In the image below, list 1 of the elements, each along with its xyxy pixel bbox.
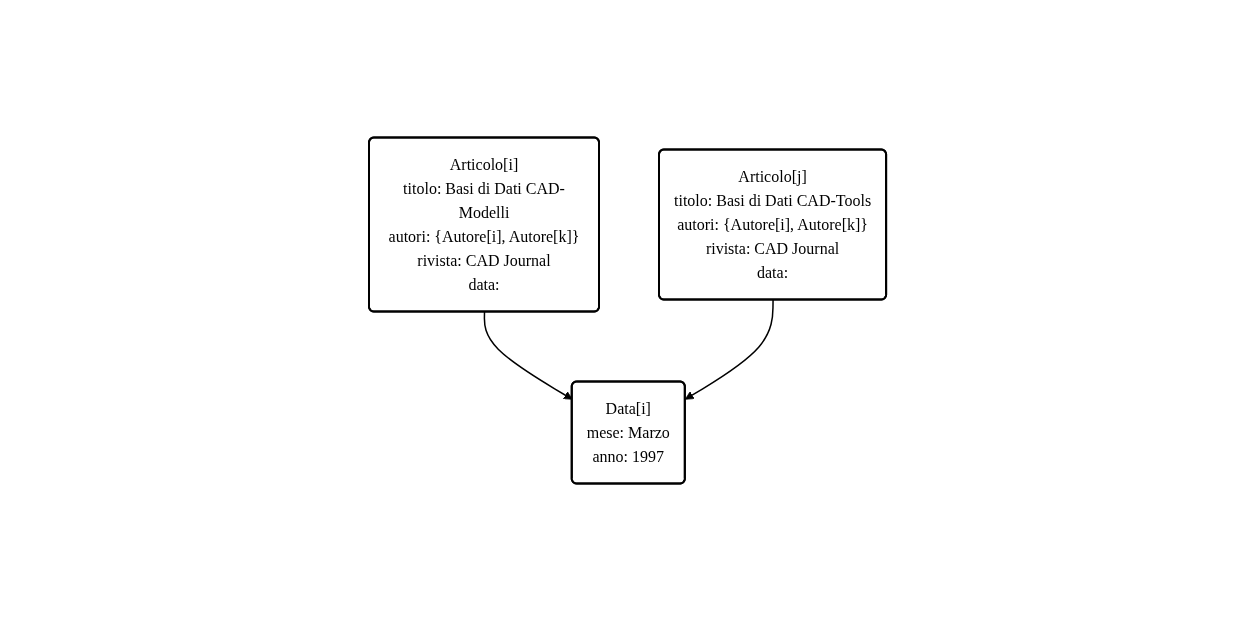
arrow xyxy=(685,299,775,400)
